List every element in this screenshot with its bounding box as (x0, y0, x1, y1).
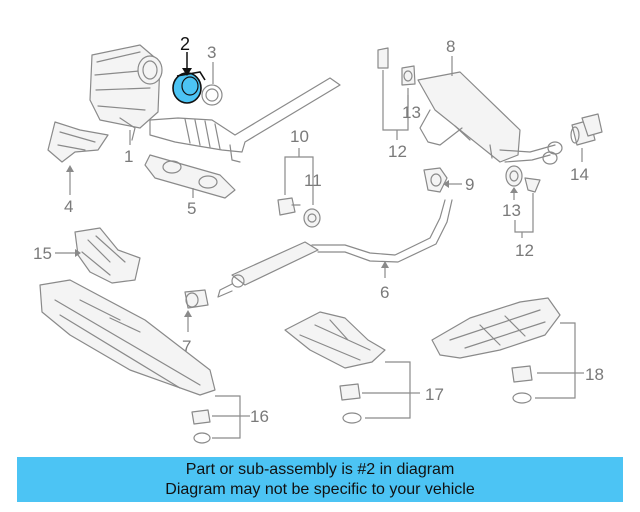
part-11-bushing (303, 208, 321, 228)
label-1: 1 (124, 147, 133, 166)
part-16-fasteners (191, 409, 211, 444)
label-4: 4 (64, 197, 73, 216)
part-7-clamp (184, 289, 209, 309)
part-16-heat-shield (39, 279, 216, 396)
label-15: 15 (33, 244, 52, 263)
part-2-clamp (172, 71, 206, 104)
part-1-catalytic-converter (89, 44, 163, 141)
label-6: 6 (380, 283, 389, 302)
label-12-upper: 12 (388, 142, 407, 161)
label-2: 2 (180, 34, 190, 54)
part-17-heat-shield (284, 311, 386, 369)
part-6-middle-pipe (217, 199, 453, 298)
label-11: 11 (304, 171, 322, 190)
label-16: 16 (250, 407, 269, 426)
exhaust-parts-diagram: 1 2 3 4 5 8 (33, 34, 604, 444)
label-13-upper: 13 (402, 103, 421, 122)
label-3: 3 (207, 43, 216, 62)
label-13-lower: 13 (502, 201, 521, 220)
part-18-heat-shield (431, 297, 561, 359)
label-9: 9 (465, 175, 474, 194)
part-15-heat-shield (74, 227, 141, 284)
front-pipe (149, 77, 341, 163)
part-3-gasket (201, 84, 223, 106)
label-12-lower: 12 (515, 241, 534, 260)
part-8-rear-muffler (417, 71, 563, 165)
part-5-flange-gasket (144, 154, 236, 199)
label-10: 10 (290, 127, 309, 146)
label-18: 18 (585, 365, 604, 384)
banner-line-1: Part or sub-assembly is #2 in diagram (185, 461, 455, 478)
label-14: 14 (570, 165, 589, 184)
label-17: 17 (425, 385, 444, 404)
label-7: 7 (182, 337, 191, 356)
label-5: 5 (187, 199, 196, 218)
part-14-tailpipe-tips (570, 113, 603, 146)
hanger-upper-left (377, 47, 416, 86)
part-9-clamp (423, 167, 448, 193)
label-8: 8 (446, 37, 455, 56)
info-banner: Part or sub-assembly is #2 in diagram Di… (17, 457, 623, 502)
part-4-bracket (47, 121, 109, 163)
part-17-fasteners (339, 383, 362, 424)
part-18-fasteners (511, 365, 533, 404)
hanger-rear (505, 165, 541, 193)
banner-line-2: Diagram may not be specific to your vehi… (165, 481, 475, 498)
part-10-hanger (277, 197, 301, 216)
